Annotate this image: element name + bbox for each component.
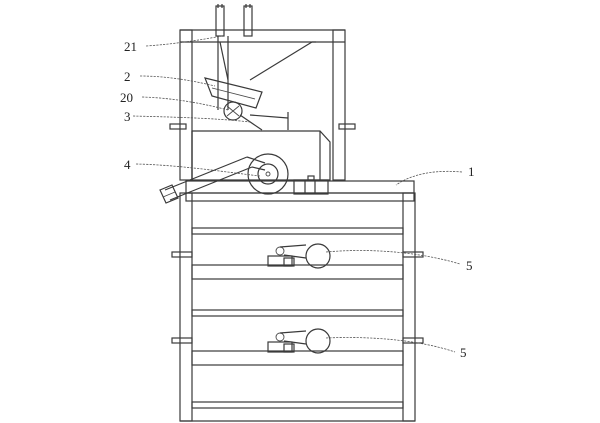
label-1: 1 (468, 164, 475, 179)
label-20: 20 (120, 90, 133, 105)
chute-housing (191, 130, 331, 181)
mount-blocks (293, 175, 329, 195)
feed-tray (204, 77, 263, 109)
roller-20 (223, 101, 243, 121)
label-4: 4 (124, 157, 131, 172)
conveyor-lower (191, 328, 404, 366)
label-21: 21 (124, 39, 137, 54)
guide-plate (239, 112, 289, 131)
motor-assembly (159, 153, 289, 204)
label-2: 2 (124, 69, 131, 84)
upper-brackets (169, 123, 356, 130)
callout-labels: 21 2 20 3 4 1 5 5 (120, 39, 475, 360)
leader-20 (141, 96, 229, 111)
label-5-lower: 5 (460, 345, 467, 360)
leader-1 (395, 170, 463, 186)
lower-brackets (171, 251, 424, 344)
frame-rails (191, 227, 404, 409)
conveyor-upper (191, 243, 404, 280)
leader-4 (135, 163, 261, 177)
top-rods (215, 4, 253, 110)
leader-5-upper (325, 250, 461, 265)
label-3: 3 (124, 109, 131, 124)
upper-frame (179, 29, 346, 181)
label-5-upper: 5 (466, 258, 473, 273)
leader-3 (132, 115, 251, 123)
leader-21 (145, 35, 223, 47)
leader-5-lower (325, 337, 456, 353)
hopper (219, 41, 316, 81)
lower-frame (179, 180, 416, 422)
leader-lines (132, 35, 463, 353)
leader-2 (139, 75, 216, 87)
